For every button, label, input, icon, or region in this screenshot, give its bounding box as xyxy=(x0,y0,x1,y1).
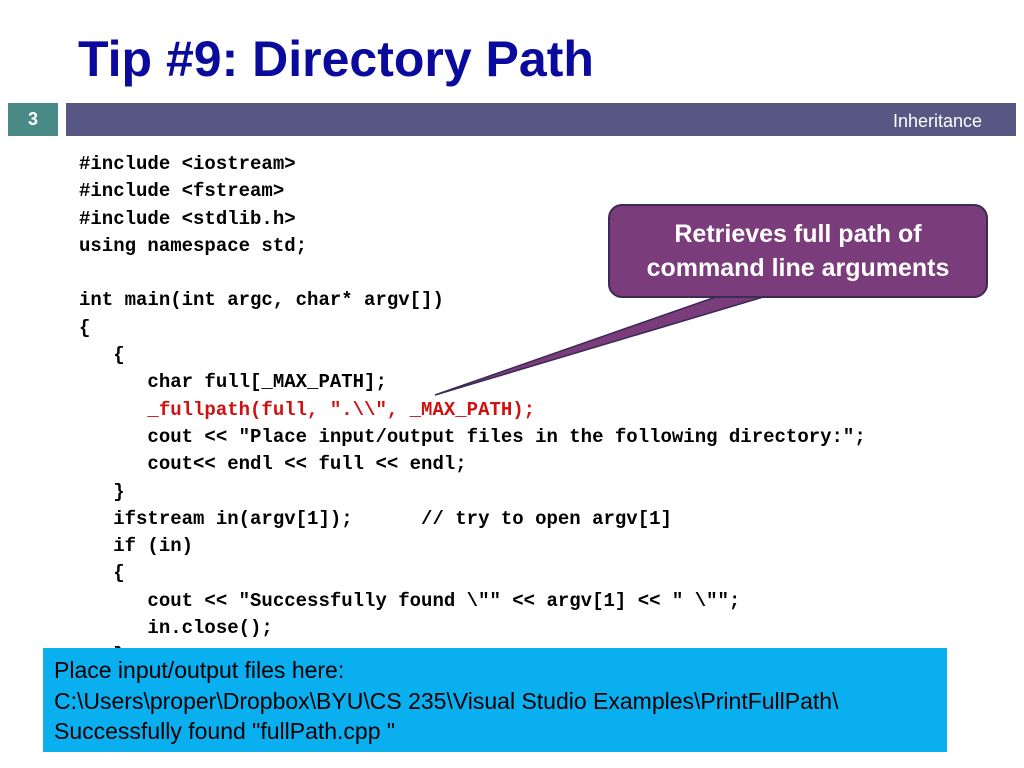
output-line-3: Successfully found "fullPath.cpp " xyxy=(54,718,396,744)
code-line: if (in) xyxy=(79,535,194,558)
code-line: in.close(); xyxy=(79,617,273,640)
code-line: char full[_MAX_PATH]; xyxy=(79,371,387,394)
code-line: #include <fstream> xyxy=(79,180,285,203)
code-line: cout << "Place input/output files in the… xyxy=(79,425,866,448)
output-box: Place input/output files here: C:\Users\… xyxy=(43,648,947,752)
slide-number: 3 xyxy=(8,103,58,136)
code-line: using namespace std; xyxy=(79,234,308,257)
code-line: int main(int argc, char* argv[]) xyxy=(79,289,444,312)
code-line: cout << "Successfully found \"" << argv[… xyxy=(79,589,741,612)
code-block: #include <iostream> #include <fstream> #in… xyxy=(79,151,866,670)
code-line: ifstream in(argv[1]); // try to open arg… xyxy=(79,507,672,530)
callout-line-1: Retrieves full path of xyxy=(674,220,922,248)
code-line: { xyxy=(79,562,125,585)
section-label: Inheritance xyxy=(892,111,982,131)
code-line: cout<< endl << full << endl; xyxy=(79,453,467,476)
header-bar: Inheritance xyxy=(66,103,1024,136)
code-line: { xyxy=(79,316,91,339)
code-line: #include <stdlib.h> xyxy=(79,207,296,230)
code-line: _fullpath(full, ".\\", _MAX_PATH); xyxy=(79,398,536,421)
output-line-2: C:\Users\proper\Dropbox\BYU\CS 235\Visua… xyxy=(54,687,839,714)
output-line-1: Place input/output files here: xyxy=(54,657,345,683)
code-line: { xyxy=(79,344,125,367)
callout-box: Retrieves full path of command line argu… xyxy=(608,204,988,298)
callout-line-2: command line arguments xyxy=(646,254,950,282)
slide-title: Tip #9: Directory Path xyxy=(78,31,594,87)
code-line: } xyxy=(79,480,125,503)
header-bar-edge xyxy=(1016,103,1024,136)
code-line: #include <iostream> xyxy=(79,153,296,175)
